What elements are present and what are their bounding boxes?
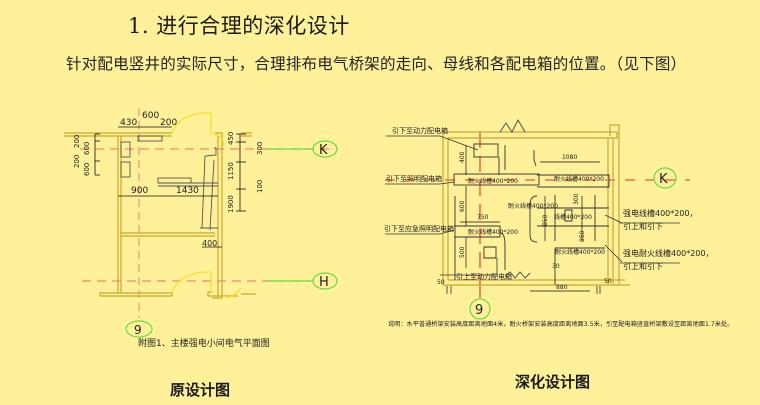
tray-label-1: 耐火线槽400*200 bbox=[468, 177, 518, 185]
axis-label-h: H bbox=[319, 275, 329, 290]
dimension-lines bbox=[94, 126, 246, 248]
dim-100: 100 bbox=[256, 180, 264, 193]
axis-bubble-k bbox=[653, 167, 677, 189]
dimension-text: 400 600 750 500 50 50 1080 850 300 850 8… bbox=[437, 151, 612, 291]
dim-200-top: 200 bbox=[160, 118, 177, 128]
dim-400: 400 bbox=[459, 151, 466, 163]
dim-850-a: 850 bbox=[542, 214, 549, 226]
tray-label-5: 线槽400*200 bbox=[554, 213, 592, 221]
walls bbox=[64, 132, 256, 299]
dim-300: 300 bbox=[256, 142, 264, 155]
original-drawing: 430 600 200 900 1430 400 200 600 200 600… bbox=[64, 108, 338, 349]
walls bbox=[442, 124, 630, 286]
dim-30: 30 bbox=[552, 263, 560, 270]
dim-1080: 1080 bbox=[562, 154, 577, 161]
dim-600-a: 600 bbox=[83, 142, 91, 155]
axis-label-9: 9 bbox=[475, 303, 483, 318]
axis-bubble-k bbox=[312, 140, 338, 158]
axis-bubble-h bbox=[312, 272, 338, 290]
dim-200-a: 200 bbox=[73, 135, 81, 148]
dim-880: 880 bbox=[556, 284, 568, 291]
axis-label-k: K bbox=[659, 172, 668, 187]
deepened-drawing: 引下至动力配电箱 引下至照明配电箱 引下至应急照明配电箱 引上至动力配电箱 强电… bbox=[384, 119, 733, 328]
dim-900: 900 bbox=[131, 186, 148, 196]
tray-size-text: 耐火线槽400*200 耐火线槽400*200 耐火线槽400*200 耐火线槽… bbox=[468, 175, 605, 256]
tray-label-3: 耐火线槽400*200 bbox=[468, 228, 518, 236]
dim-850-b: 850 bbox=[579, 230, 586, 242]
axis-label-k: K bbox=[319, 143, 328, 158]
label-tray-fire-sub: 引上和引下 bbox=[623, 262, 663, 271]
deepened-drawing-title: 深化设计图 bbox=[515, 373, 591, 391]
axis-bubble-9 bbox=[469, 298, 491, 320]
break-line bbox=[499, 119, 526, 133]
dim-430: 430 bbox=[120, 118, 137, 128]
doors bbox=[171, 112, 242, 298]
break-line-bottom bbox=[504, 271, 531, 279]
annotation-labels: 引下至动力配电箱 引下至照明配电箱 引下至应急照明配电箱 引上至动力配电箱 强电… bbox=[384, 126, 714, 281]
axis-bubble-9 bbox=[125, 320, 153, 338]
dim-450: 450 bbox=[227, 132, 235, 145]
figure-caption: 附图1、主楼强电小间电气平面图 bbox=[138, 337, 270, 349]
dim-400: 400 bbox=[202, 239, 217, 248]
dim-500: 500 bbox=[459, 246, 466, 258]
original-drawing-title: 原设计图 bbox=[170, 381, 231, 399]
dim-750: 750 bbox=[477, 214, 489, 221]
equipment bbox=[120, 135, 218, 231]
label-to-lighting-box: 引下至照明配电箱 bbox=[386, 174, 442, 183]
cable-trays bbox=[453, 143, 610, 285]
dim-600: 600 bbox=[142, 111, 159, 121]
label-tray-fire: 强电耐火线槽400*200， bbox=[623, 248, 714, 258]
label-to-power-box-down: 引下至动力配电箱 bbox=[392, 126, 448, 135]
label-to-power-box-up: 引上至动力配电箱 bbox=[456, 272, 512, 281]
tray-label-4: 耐火线槽400*200 bbox=[554, 175, 604, 183]
intro-text: 针对配电竖井的实际尺寸，合理排布电气桥架的走向、母线和各配电箱的位置。（见下图） bbox=[66, 55, 687, 73]
label-to-emergency-box: 引下至应急照明配电箱 bbox=[384, 224, 454, 233]
label-tray-strong-sub: 引上和引下 bbox=[623, 222, 663, 231]
dimension-lines bbox=[446, 145, 601, 294]
page-heading: 1. 进行合理的深化设计 bbox=[128, 14, 350, 38]
design-note: 说明：水平普通桥架安装高度距离地面4米，耐火桥架安装高度距离地面3.5米，引至配… bbox=[388, 320, 733, 328]
dim-1430: 1430 bbox=[176, 186, 199, 196]
axis-label-9: 9 bbox=[134, 323, 142, 337]
dim-50-right: 50 bbox=[604, 278, 612, 285]
dim-300: 300 bbox=[573, 193, 580, 205]
tray-label-2: 耐火线槽400*200 bbox=[508, 202, 558, 210]
label-leaders bbox=[385, 135, 680, 276]
dim-1900: 1900 bbox=[227, 195, 235, 213]
dim-200-b: 200 bbox=[73, 155, 81, 168]
dim-50-left: 50 bbox=[437, 279, 445, 286]
label-tray-strong: 强电线槽400*200， bbox=[623, 208, 698, 218]
dim-1150: 1150 bbox=[227, 162, 235, 180]
dim-600-b: 600 bbox=[83, 163, 91, 176]
dim-600: 600 bbox=[459, 200, 466, 212]
tray-label-6: 耐火线槽400*200 bbox=[555, 248, 605, 256]
dimension-text: 430 600 200 900 1430 400 200 600 200 600… bbox=[73, 111, 264, 248]
